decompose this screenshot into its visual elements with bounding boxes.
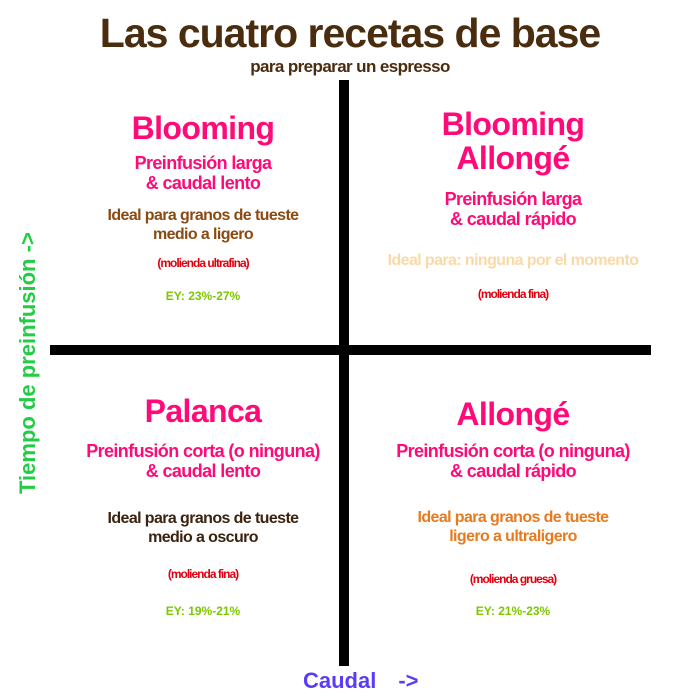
recipe-ey: EY: 21%-23%	[475, 604, 551, 618]
recipe-desc: & caudal rápido	[449, 209, 577, 229]
recipe-ey: EY: 23%-27%	[165, 289, 241, 303]
arrow-right-icon: ->	[398, 668, 419, 693]
recipe-grind: (molienda fina)	[477, 287, 549, 301]
recipe-ey: EY: 19%-21%	[165, 604, 241, 618]
recipe-name: Palanca	[144, 393, 262, 429]
recipe-desc: Preinfusión corta (o ninguna)	[396, 441, 630, 461]
recipe-desc: & caudal lento	[145, 461, 261, 481]
recipe-ideal: Ideal para granos de tueste	[107, 207, 300, 224]
vertical-axis-line	[339, 80, 349, 666]
recipe-ideal: Ideal para granos de tueste	[107, 510, 300, 527]
page-title: Las cuatro recetas de base	[99, 10, 601, 56]
recipe-desc: & caudal lento	[145, 173, 261, 193]
recipe-grind: (molienda ultrafina)	[157, 256, 249, 270]
x-axis-text: Caudal	[303, 668, 377, 693]
recipe-desc: & caudal rápido	[449, 461, 577, 481]
recipe-name: Blooming	[131, 110, 275, 146]
recipe-name: Blooming	[441, 106, 585, 142]
recipe-grind: (molienda fina)	[167, 567, 239, 581]
recipe-desc: Preinfusión larga	[134, 153, 272, 173]
y-axis-label: Tiempo de preinfusión ->	[15, 232, 40, 494]
recipe-ideal: Ideal para: ninguna por el momento	[387, 252, 639, 269]
recipe-ideal: medio a ligero	[152, 226, 254, 243]
recipe-name: Allongé	[456, 396, 570, 432]
recipe-desc: Preinfusión larga	[444, 189, 582, 209]
x-axis-label: Caudal ->	[303, 668, 419, 694]
recipe-ideal: medio a oscuro	[148, 529, 258, 546]
recipe-ideal: Ideal para granos de tueste	[417, 509, 610, 526]
recipe-grind: (molienda gruesa)	[469, 572, 557, 586]
page-subtitle: para preparar un espresso	[250, 57, 450, 76]
recipe-desc: Preinfusión corta (o ninguna)	[86, 441, 320, 461]
horizontal-axis-line	[50, 345, 651, 355]
recipe-ideal: ligero a ultraligero	[449, 528, 577, 545]
recipe-name: Allongé	[456, 140, 570, 176]
